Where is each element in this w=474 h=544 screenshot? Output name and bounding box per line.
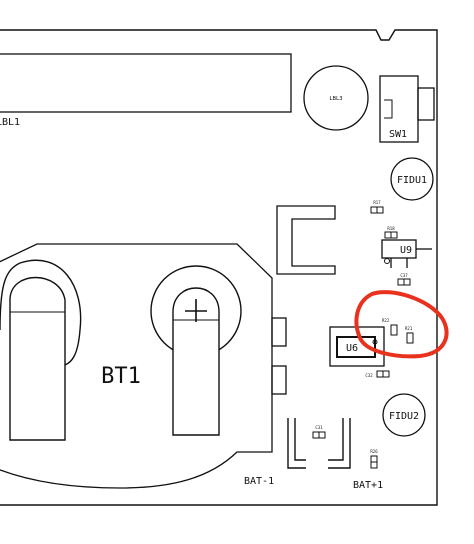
fiducial-fidu1 (390, 157, 434, 201)
holder-tab-upper (271, 317, 287, 347)
r22-text: R22 (382, 318, 390, 323)
c37-text: C37 (400, 273, 408, 278)
u6-text: U6 (346, 343, 358, 354)
red-circle-annotation (354, 290, 449, 359)
c32-text: C32 (365, 373, 373, 378)
board-outline (0, 29, 438, 506)
label-lbl3-footprint (303, 65, 369, 131)
battery-contact-left (0, 259, 82, 441)
lbl3-text: LBL3 (329, 96, 342, 102)
label-lbl1-footprint (0, 53, 292, 113)
c31-text: C31 (315, 425, 323, 430)
resistor-r21 (406, 332, 414, 344)
fidu1-text: FIDU1 (397, 175, 427, 186)
ic-u9 (381, 239, 432, 268)
sw1-text: SW1 (389, 129, 407, 140)
pad-bat-minus-inner (294, 418, 306, 461)
battery-holder-bt1-outline (0, 243, 273, 489)
pad-bat-plus (328, 418, 351, 469)
fiducial-fidu2 (382, 393, 426, 437)
resistor-r22 (390, 324, 398, 336)
bat-minus-text: BAT-1 (244, 476, 274, 487)
connector-bracket (276, 205, 336, 275)
pad-bat-plus-inner (328, 418, 344, 461)
plus-icon (185, 299, 207, 322)
switch-sw1 (379, 75, 435, 143)
pad-bat-minus (287, 418, 306, 469)
bt1-text: BT1 (101, 364, 141, 389)
fidu2-text: FIDU2 (389, 411, 419, 422)
bat-plus-text: BAT+1 (353, 480, 383, 491)
r17-text: R17 (373, 200, 381, 205)
holder-tab-lower (271, 365, 287, 395)
u9-text: U9 (400, 245, 412, 256)
lbl1-text: LBL1 (0, 117, 20, 128)
r26-text: R26 (370, 449, 378, 454)
r18-text: R18 (387, 226, 395, 231)
r21-text: R21 (405, 326, 413, 331)
battery-contact-right (150, 265, 242, 436)
